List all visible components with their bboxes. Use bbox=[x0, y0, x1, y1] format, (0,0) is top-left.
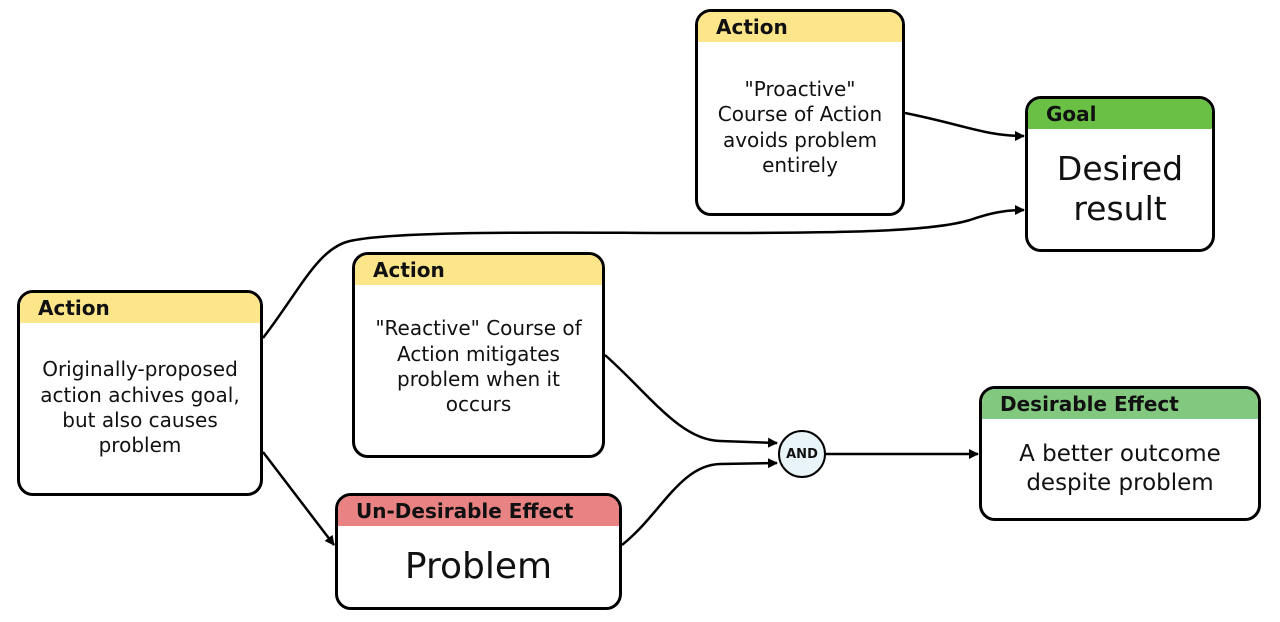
link-proactive-to-goal bbox=[904, 111, 1025, 141]
node-header: Goal bbox=[1028, 99, 1212, 129]
node-header: Action bbox=[20, 293, 260, 323]
node-header: Desirable Effect bbox=[982, 389, 1258, 419]
link-original-to-problem bbox=[262, 451, 335, 546]
undesirable-effect-node[interactable]: Un-Desirable Effect Problem bbox=[335, 493, 622, 610]
node-header: Un-Desirable Effect bbox=[338, 496, 619, 526]
and-gate-label: AND bbox=[786, 446, 818, 462]
goal-node[interactable]: Goal Desired result bbox=[1025, 96, 1215, 252]
node-text: "Proactive" Course of Action avoids prob… bbox=[717, 76, 883, 177]
link-original-to-goal bbox=[262, 205, 1025, 339]
node-text: "Reactive" Course of Action mitigates pr… bbox=[375, 316, 582, 417]
node-header: Action bbox=[355, 255, 602, 285]
and-gate[interactable]: AND bbox=[778, 430, 826, 478]
node-text: Desired result bbox=[1056, 149, 1184, 228]
action-node-original[interactable]: Action Originally-proposed action achive… bbox=[17, 290, 263, 496]
link-problem-to-and bbox=[621, 458, 778, 546]
action-node-reactive[interactable]: Action "Reactive" Course of Action mitig… bbox=[352, 252, 605, 458]
action-node-proactive[interactable]: Action "Proactive" Course of Action avoi… bbox=[695, 9, 905, 216]
node-text: A better outcome despite problem bbox=[1019, 440, 1221, 496]
node-header: Action bbox=[698, 12, 902, 42]
node-text: Originally-proposed action achives goal,… bbox=[40, 357, 240, 458]
node-text: Problem bbox=[404, 545, 553, 587]
desirable-effect-node[interactable]: Desirable Effect A better outcome despit… bbox=[979, 386, 1261, 521]
link-reactive-to-and bbox=[604, 354, 778, 448]
